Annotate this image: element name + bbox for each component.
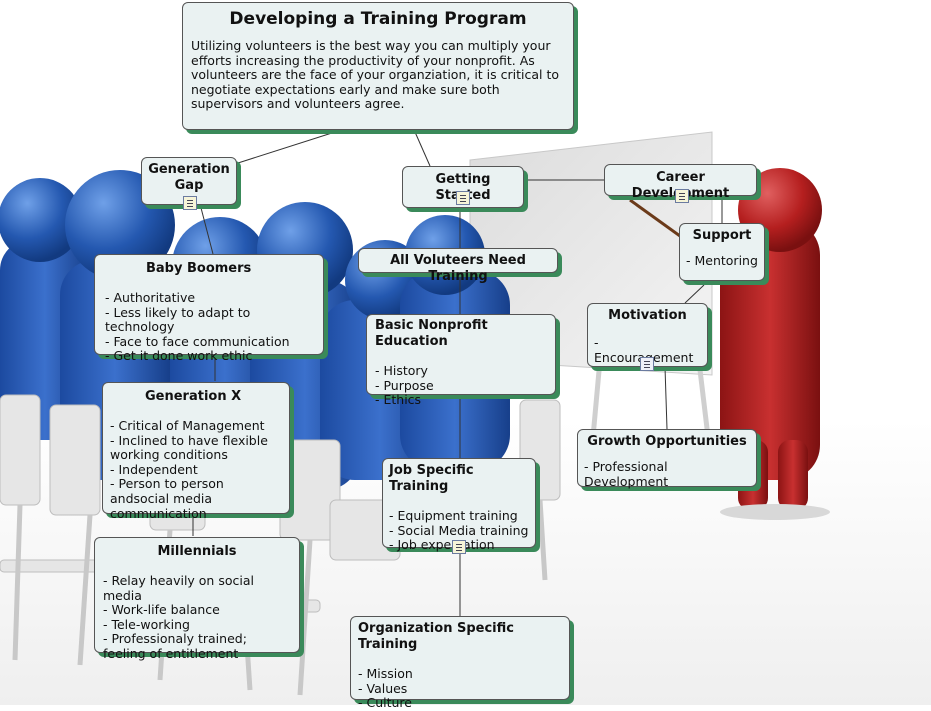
node-title: Motivation <box>608 308 687 323</box>
note-icon[interactable] <box>183 196 197 210</box>
node-organization-specific-training[interactable]: Organization Specific Training - Mission… <box>350 616 570 710</box>
hierarchy-icon[interactable] <box>640 357 654 371</box>
node-body: - Equipment training - Social Media trai… <box>389 508 529 553</box>
node-title: Millennials <box>157 544 237 559</box>
node-body: - Authoritative - Less likely to adapt t… <box>105 290 290 364</box>
note-icon[interactable] <box>452 540 466 554</box>
node-support[interactable]: Support - Mentoring <box>679 223 765 281</box>
main-title: Developing a Training Program <box>229 9 527 29</box>
node-body: - Critical of Management - Inclined to h… <box>110 418 268 521</box>
note-icon[interactable] <box>456 191 470 205</box>
node-title: All Voluteers Need Training <box>390 253 526 284</box>
node-generation-x[interactable]: Generation X - Critical of Management - … <box>102 382 290 520</box>
node-title: Support <box>692 228 752 243</box>
node-title: Generation Gap <box>148 162 230 193</box>
node-getting-started[interactable]: Getting Started <box>402 166 524 208</box>
node-title: Organization Specific Training <box>358 621 514 652</box>
node-basic-nonprofit-education[interactable]: Basic Nonprofit Education - History - Pu… <box>366 314 556 407</box>
note-icon[interactable] <box>675 189 689 203</box>
node-title: Baby Boomers <box>146 261 252 276</box>
node-body: - Mentoring <box>686 253 758 268</box>
node-title: Growth Opportunities <box>587 434 747 449</box>
node-title: Job Specific Training <box>389 463 474 494</box>
node-body: - Relay heavily on social media - Work-l… <box>103 573 254 661</box>
node-body: - Professional Development <box>584 459 672 489</box>
node-all-volunteers-need-training[interactable]: All Voluteers Need Training <box>358 248 558 284</box>
node-generation-gap[interactable]: Generation Gap <box>141 157 237 210</box>
node-title: Basic Nonprofit Education <box>375 318 488 349</box>
node-millennials[interactable]: Millennials - Relay heavily on social me… <box>94 537 300 661</box>
node-job-specific-training[interactable]: Job Specific Training - Equipment traini… <box>382 458 536 554</box>
node-baby-boomers[interactable]: Baby Boomers - Authoritative - Less like… <box>94 254 324 363</box>
node-career-development[interactable]: Career Development <box>604 164 757 203</box>
node-title: Generation X <box>145 389 242 404</box>
node-motivation[interactable]: Motivation - Encouragement <box>587 303 708 371</box>
node-growth-opportunities[interactable]: Growth Opportunities - Professional Deve… <box>577 429 757 489</box>
main-topic-box[interactable]: Developing a Training Program Utilizing … <box>182 2 574 130</box>
node-body: - Mission - Values - Culture <box>358 666 413 711</box>
main-description: Utilizing volunteers is the best way you… <box>191 38 560 112</box>
node-title: Career Development <box>632 170 729 201</box>
node-body: - History - Purpose - Ethics <box>375 363 434 408</box>
